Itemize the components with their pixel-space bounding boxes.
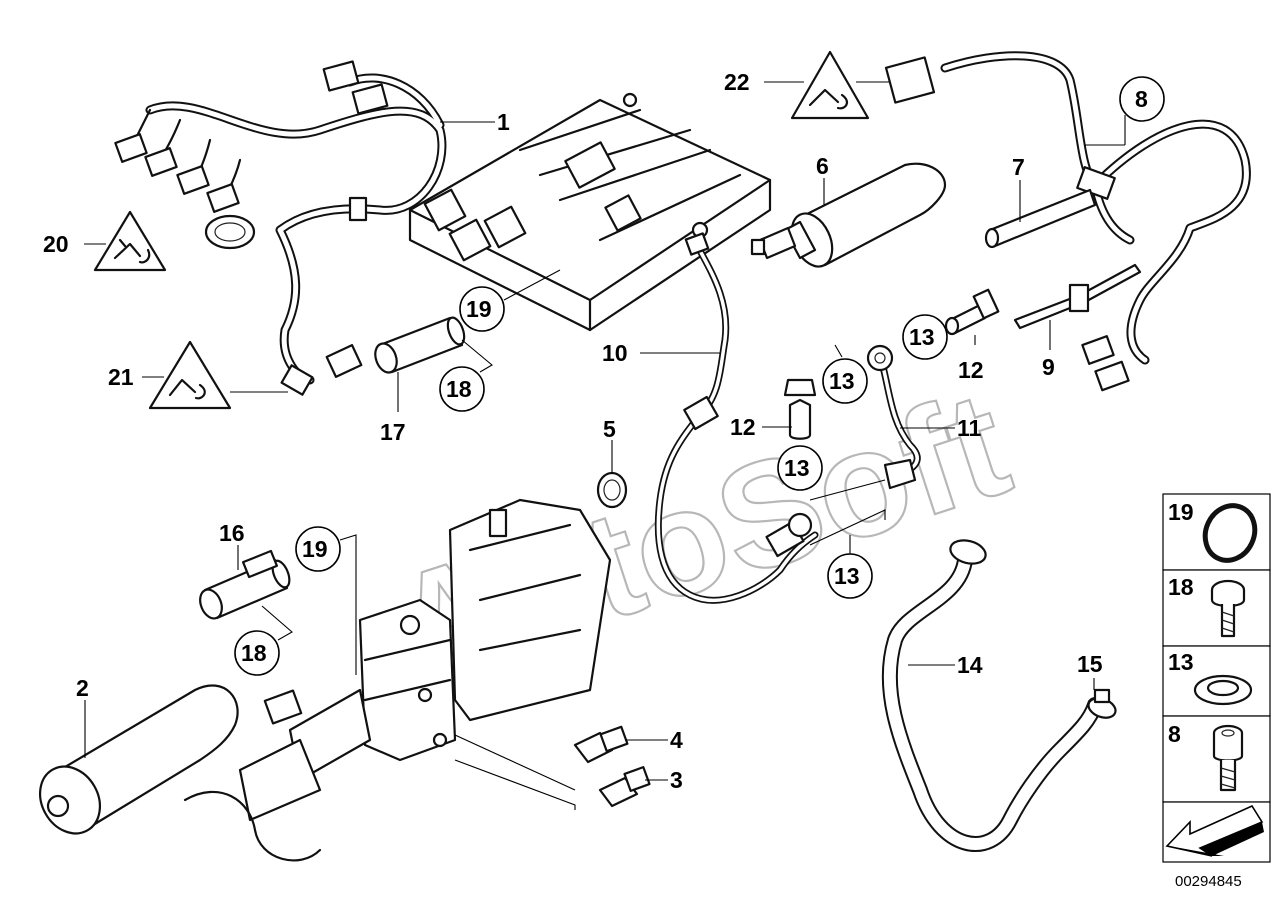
warning-triangle-22 — [790, 50, 870, 120]
solenoid-17 — [374, 316, 466, 374]
legend-number-13: 13 — [1168, 649, 1194, 675]
label-17: 17 — [380, 419, 406, 445]
socket-bolt-icon — [1212, 724, 1244, 792]
pipe-11 — [866, 344, 921, 490]
label-15: 15 — [1077, 651, 1103, 677]
label-18-top: 18 — [446, 376, 472, 402]
label-9: 9 — [1042, 354, 1055, 380]
label-3: 3 — [670, 767, 683, 793]
legend-panel: 19 18 13 8 — [1162, 493, 1271, 863]
warning-triangle-21 — [148, 340, 232, 410]
torx-bolt-icon — [1210, 579, 1246, 638]
accumulator-cylinder-2 — [38, 684, 239, 835]
label-19-bottom: 19 — [302, 536, 328, 562]
sensor-rod-7 — [984, 188, 1097, 249]
label-1: 1 — [497, 109, 510, 135]
accumulator-6 — [750, 162, 947, 268]
label-16: 16 — [219, 520, 245, 546]
hose-clamp-15 — [1087, 688, 1117, 719]
label-13-d: 13 — [834, 563, 860, 589]
reference-number: 00294845 — [1175, 873, 1242, 890]
wiring-harness — [114, 60, 447, 396]
legend-number-19: 19 — [1168, 499, 1194, 525]
label-12-center: 12 — [730, 414, 756, 440]
label-21: 21 — [108, 364, 134, 390]
pipe-10 — [654, 232, 819, 604]
banjo-bolt-12-top — [944, 288, 1000, 336]
solenoid-16 — [199, 549, 291, 620]
label-20: 20 — [43, 231, 69, 257]
legend-number-18: 18 — [1168, 574, 1194, 600]
label-8: 8 — [1135, 86, 1148, 112]
label-19-top: 19 — [466, 296, 492, 322]
label-7: 7 — [1012, 154, 1025, 180]
label-18-bottom: 18 — [241, 640, 267, 666]
banjo-bolt-12-center — [783, 378, 817, 440]
legend-number-8: 8 — [1168, 721, 1181, 747]
hose-14 — [881, 539, 1103, 852]
direction-arrow-icon — [1165, 804, 1264, 857]
label-2: 2 — [76, 675, 89, 701]
label-13-b: 13 — [829, 368, 855, 394]
label-13-c: 13 — [784, 455, 810, 481]
warning-triangle-20 — [93, 210, 167, 272]
label-11: 11 — [957, 415, 982, 441]
seal-ring-icon — [1193, 674, 1253, 706]
label-22: 22 — [724, 69, 750, 95]
label-10: 10 — [602, 340, 628, 366]
label-6: 6 — [816, 153, 829, 179]
sensor-4 — [573, 725, 629, 764]
label-4: 4 — [670, 727, 683, 753]
label-13-a: 13 — [909, 324, 935, 350]
transmission-housing — [183, 498, 612, 862]
valve-body — [408, 92, 772, 332]
o-ring-icon — [1202, 503, 1258, 563]
cable-tie-9 — [1013, 263, 1142, 330]
sensor-3 — [598, 766, 651, 808]
label-14: 14 — [957, 652, 983, 678]
label-12-top: 12 — [958, 357, 984, 383]
plug-5 — [596, 471, 628, 509]
label-5: 5 — [603, 416, 616, 442]
